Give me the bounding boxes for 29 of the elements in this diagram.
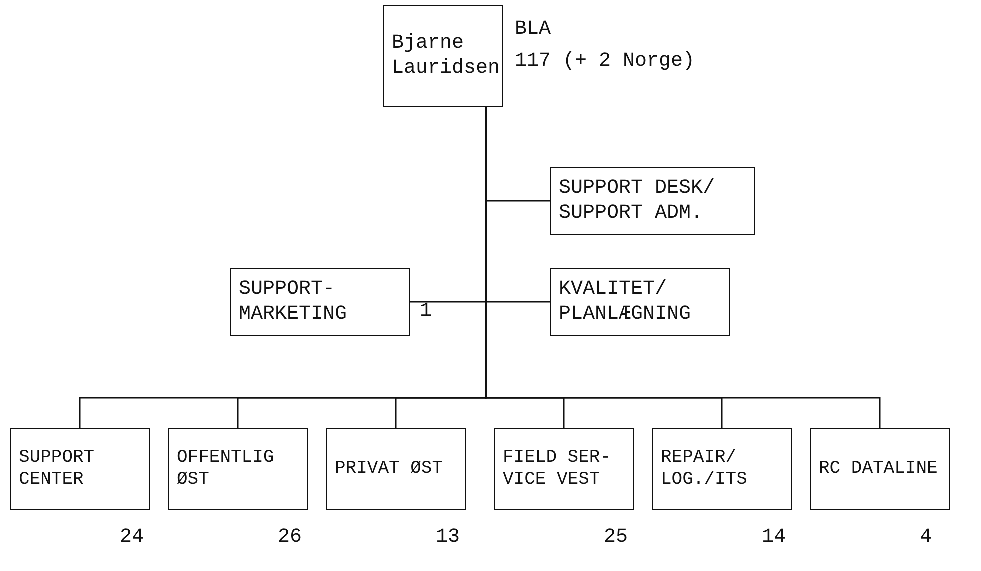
unit-name: RC DATALINE [819,458,938,480]
initials: BLA [515,18,552,41]
headcount: 25 [604,526,628,549]
org-box [550,268,730,336]
org-box [652,428,792,510]
unit-name: PRIVAT ØST [335,458,444,480]
org-box [230,268,410,336]
org-box [383,5,503,107]
org-box [810,428,950,510]
unit-name: OFFENTLIG ØST [177,446,276,492]
headcount: 4 [920,526,932,549]
unit-name: FIELD SER- VICE VEST [503,446,612,492]
headcount: 117 (+ 2 Norge) [515,50,696,73]
headcount: 26 [278,526,302,549]
unit-name: Bjarne Lauridsen [392,31,500,81]
headcount: 14 [762,526,786,549]
headcount: 24 [120,526,144,549]
unit-name: SUPPORT CENTER [19,446,96,492]
org-box [10,428,150,510]
unit-name: KVALITET/ PLANLÆGNING [559,277,692,327]
headcount: 13 [436,526,460,549]
unit-name: SUPPORT DESK/ SUPPORT ADM. [559,176,716,226]
org-box [550,167,755,235]
org-box [494,428,634,510]
unit-name: SUPPORT- MARKETING [239,277,348,327]
headcount: 1 [420,300,432,323]
unit-name: REPAIR/ LOG./ITS [661,446,748,492]
org-box [168,428,308,510]
org-box [326,428,466,510]
